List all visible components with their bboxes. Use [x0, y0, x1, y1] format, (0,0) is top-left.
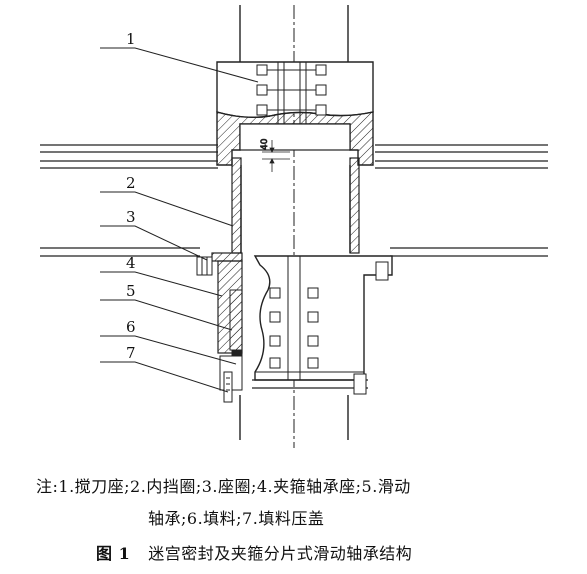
caption-note-line1: 注:1.搅刀座;2.内挡圈;3.座圈;4.夹箍轴承座;5.滑动: [36, 477, 411, 496]
label-6: 6: [126, 318, 136, 336]
label-5: 5: [126, 282, 136, 300]
figure-title: 迷宫密封及夹箍分片式滑动轴承结构: [148, 544, 413, 563]
packing-gland: [219, 355, 243, 403]
label-2: 2: [126, 174, 136, 192]
label-1: 1: [126, 30, 136, 48]
caption-note-line2: 轴承;6.填料;7.填料压盖: [148, 509, 325, 528]
figure-caption: 图 1 迷宫密封及夹箍分片式滑动轴承结构: [96, 540, 412, 564]
plate-lines: [40, 144, 548, 257]
shaft-lower: [239, 395, 349, 440]
dimension-label: 40: [260, 138, 270, 150]
agitator-seat: [216, 61, 374, 166]
sliding-bearing: [229, 289, 243, 351]
shaft-middle: [240, 165, 351, 253]
leader-lines: [100, 47, 259, 393]
inner-retaining-ring: [231, 157, 360, 254]
bearing-structure-diagram: 40: [40, 5, 548, 448]
clamp-bearing-seat: [217, 255, 393, 395]
dimension-40: 40: [260, 138, 290, 172]
label-7: 7: [126, 344, 136, 362]
seat-ring: [196, 252, 243, 276]
figure-number: 图 1: [96, 544, 131, 563]
label-4: 4: [126, 254, 136, 272]
shaft-upper: [239, 5, 349, 62]
label-3: 3: [126, 208, 136, 226]
